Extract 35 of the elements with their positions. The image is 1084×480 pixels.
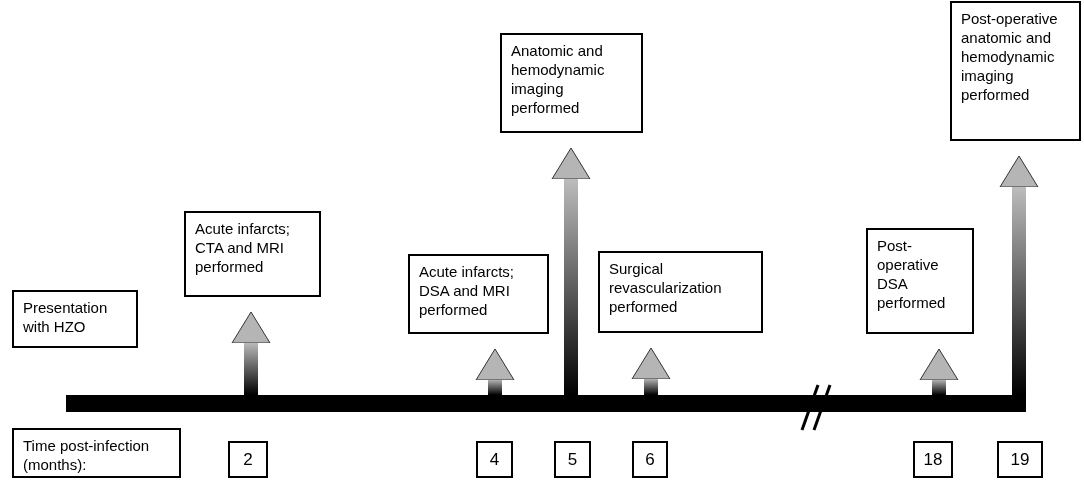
arrow (551, 147, 591, 395)
event-box (12, 290, 138, 348)
month-number: 4 (489, 450, 500, 469)
axis-label: Time post-infection (months): (23, 436, 151, 474)
month-number: 6 (645, 450, 655, 469)
month-box (554, 441, 591, 478)
event-box (598, 251, 763, 333)
month-box (913, 441, 953, 478)
arrow (999, 155, 1039, 395)
event-box (866, 228, 974, 334)
event-text: Acute infarcts; DSA and MRI performed (419, 262, 516, 319)
month-box (228, 441, 268, 478)
arrow (919, 348, 959, 395)
arrow (631, 347, 671, 395)
month-box (997, 441, 1043, 478)
event-box (950, 1, 1081, 141)
axis-label-box (12, 428, 181, 478)
month-number: 2 (243, 450, 253, 469)
month-number: 5 (567, 450, 578, 469)
event-text: Surgical revascularization performed (609, 259, 723, 316)
event-box (408, 254, 549, 334)
month-box (476, 441, 513, 478)
event-text: Post-operative anatomic and hemodynamic imaging performed (961, 9, 1059, 104)
event-text: Post-operative DSA performed (877, 236, 947, 312)
event-text: Anatomic and hemodynamic imaging performed (511, 41, 606, 117)
event-box (500, 33, 643, 133)
timeline-bar (66, 395, 1026, 412)
month-box (632, 441, 668, 478)
arrow (231, 311, 271, 395)
event-box (184, 211, 321, 297)
event-text: Acute infarcts; CTA and MRI performed (195, 219, 292, 276)
month-number: 19 (1010, 450, 1030, 469)
event-text: Presentation with HZO (23, 298, 109, 336)
arrow (475, 348, 515, 395)
month-number: 18 (923, 450, 943, 469)
